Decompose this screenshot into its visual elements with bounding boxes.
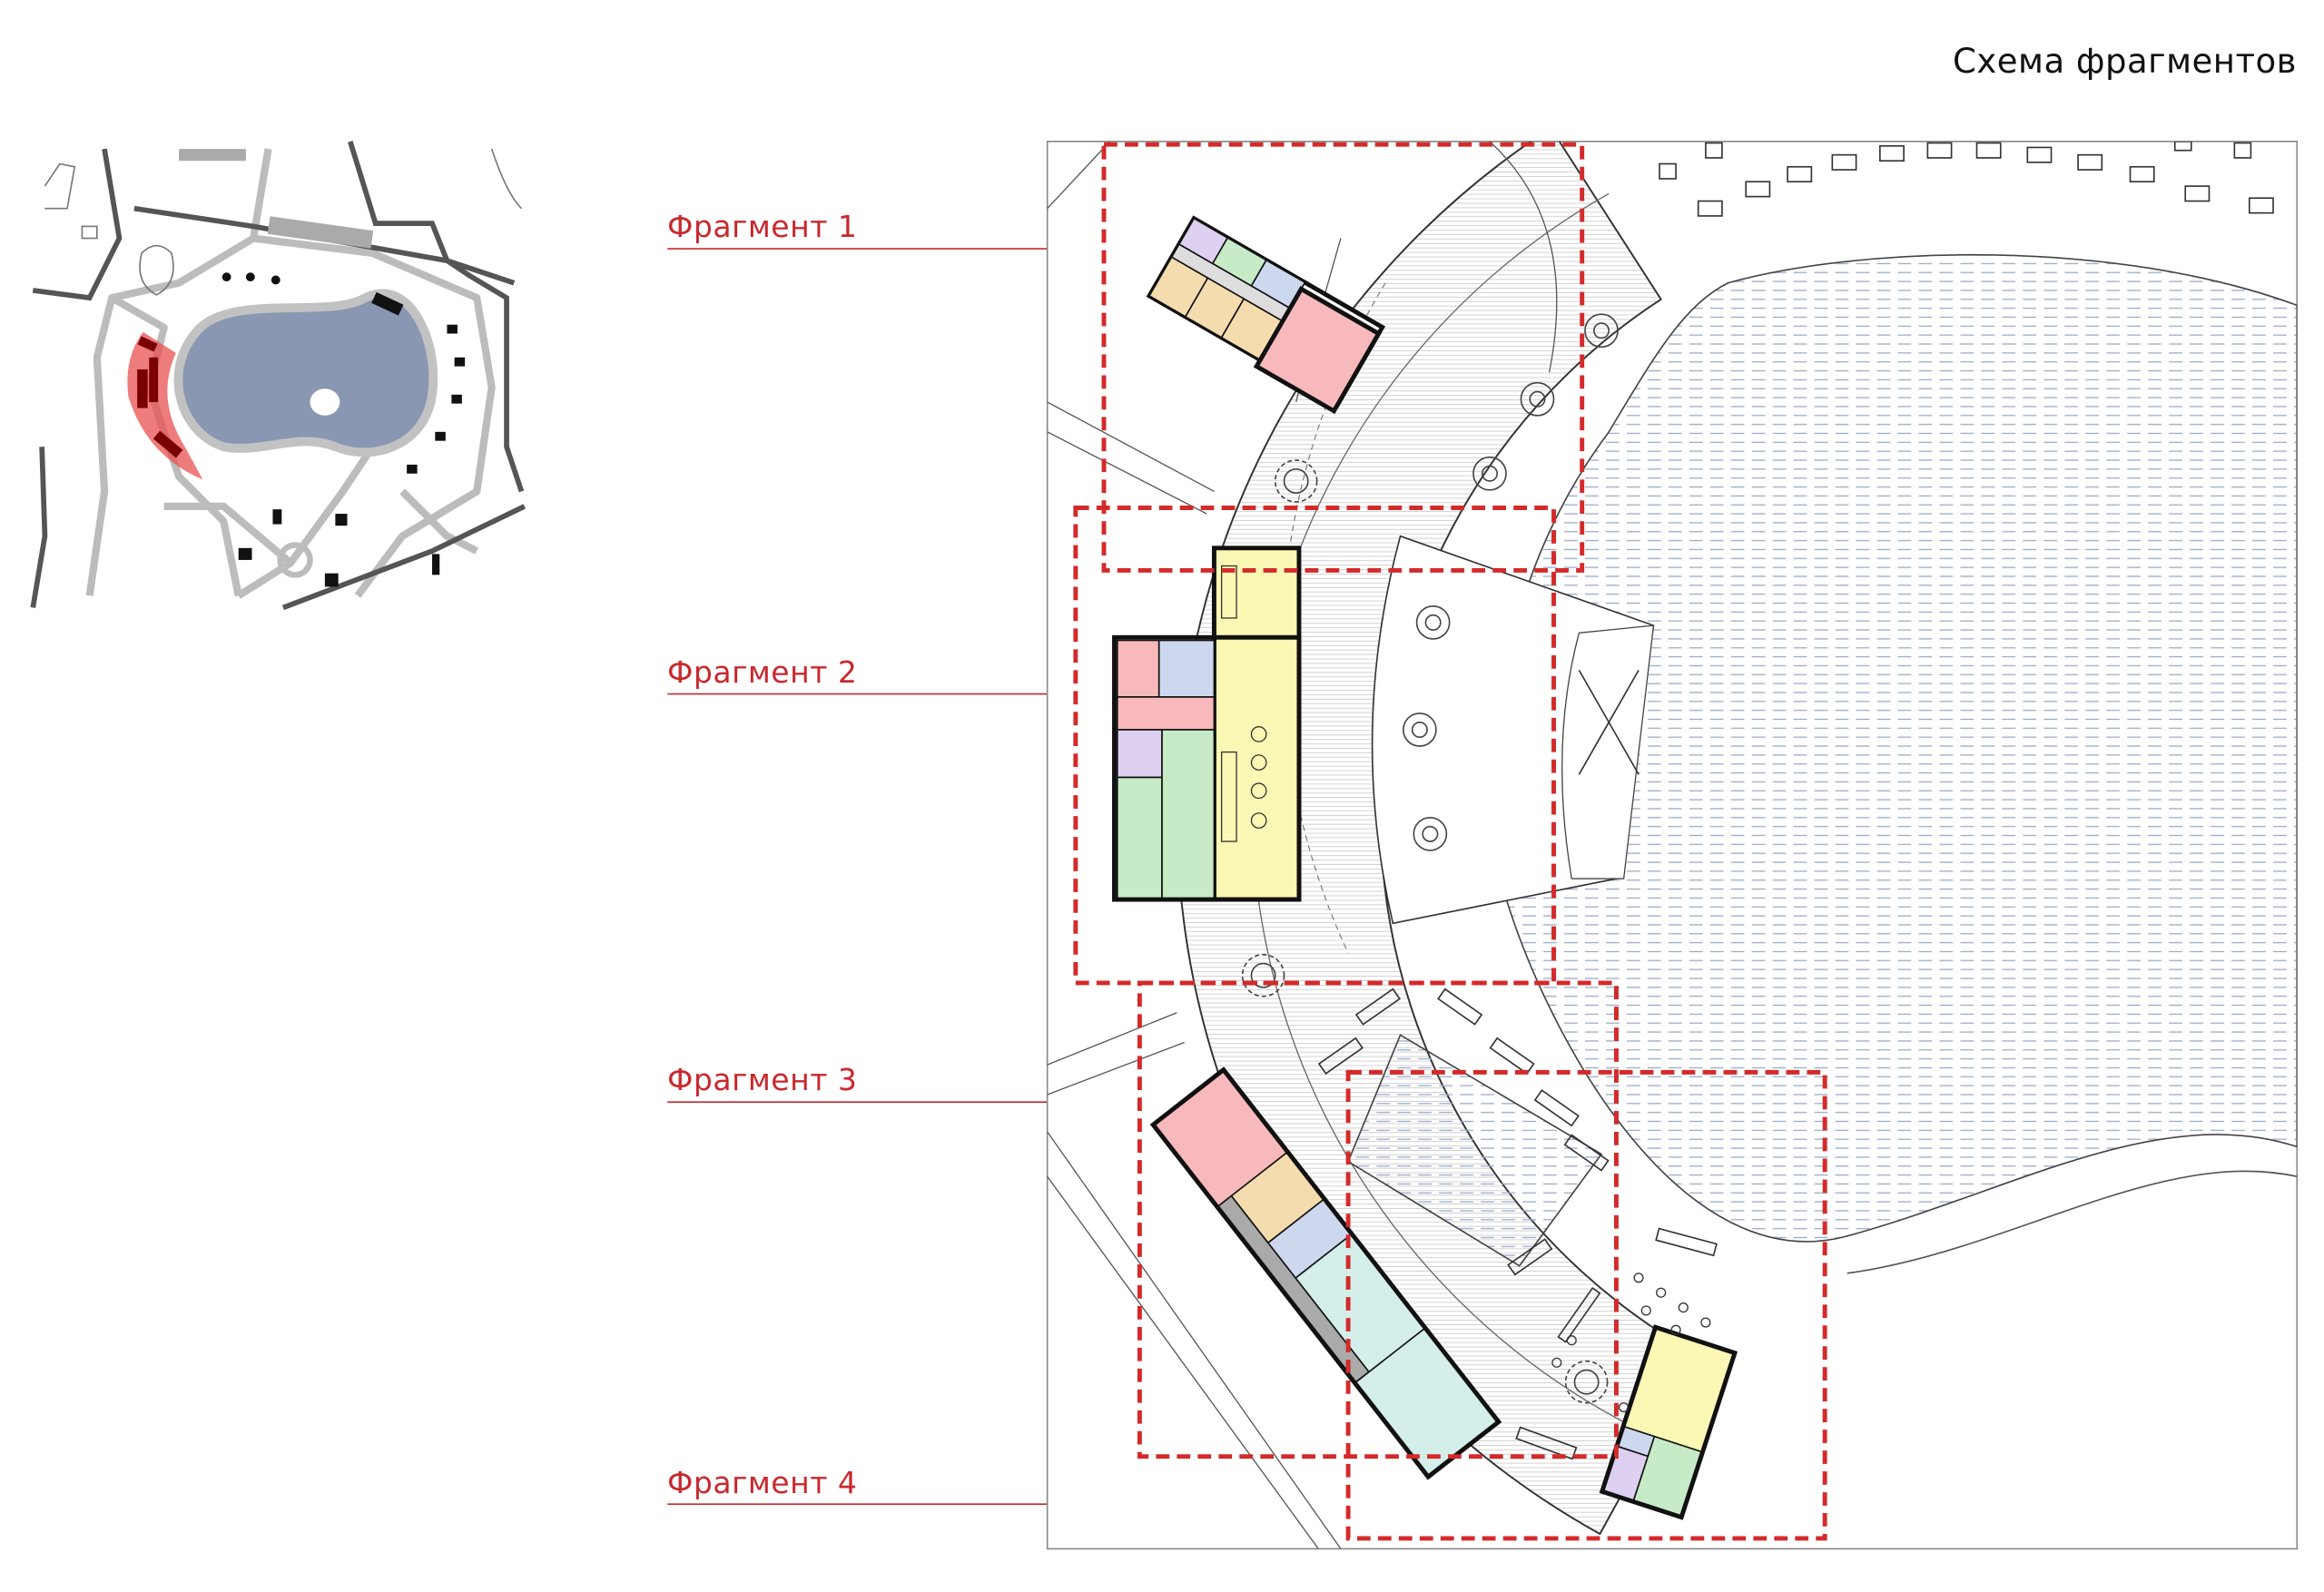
fragment-4-label[interactable]: Фрагмент 4: [667, 1465, 858, 1500]
page-title: Схема фрагментов: [1953, 42, 2297, 81]
lake-water: [1494, 253, 2298, 1243]
minimap-highlight-zone: [127, 331, 203, 480]
beach-kiosks: [1659, 141, 2274, 217]
building-fragment-1: [1146, 215, 1386, 415]
building-fragment-4: [1599, 1324, 1738, 1520]
site-plan: [1046, 141, 2299, 1550]
fragment-4-frame[interactable]: [1345, 1069, 1827, 1541]
fragment-3-label[interactable]: Фрагмент 3: [667, 1062, 858, 1097]
fragment-3-frame[interactable]: [1137, 980, 1619, 1459]
fragment-2-label[interactable]: Фрагмент 2: [667, 654, 858, 690]
building-fragment-3: [1149, 1066, 1502, 1480]
minimap-pool: [173, 289, 438, 457]
fragment-1-label[interactable]: Фрагмент 1: [667, 209, 858, 244]
fragment-1-frame[interactable]: [1101, 142, 1585, 573]
site-minimap: [30, 141, 526, 611]
building-fragment-2: [1112, 545, 1302, 902]
